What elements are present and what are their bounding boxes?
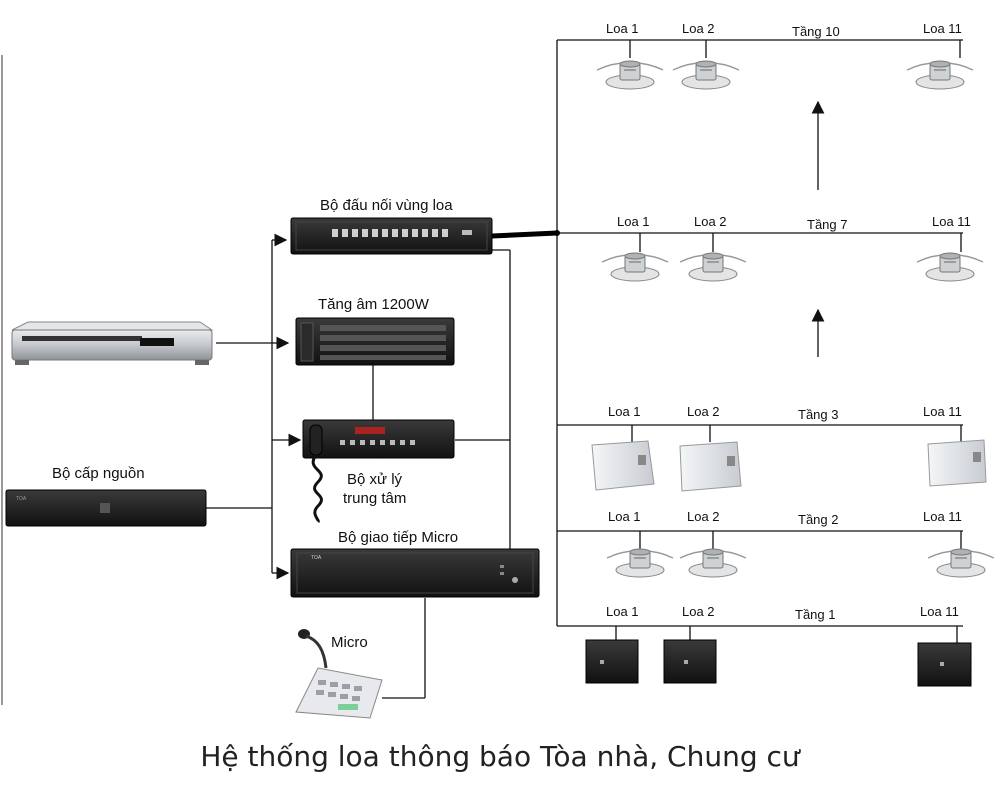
- wall-speaker-icon: [927, 439, 987, 487]
- speaker-label: Loa 2: [694, 214, 727, 229]
- processor-label-line2: trung tâm: [343, 490, 407, 507]
- svg-text:TOA: TOA: [311, 555, 322, 561]
- floor-label: Tầng 10: [792, 24, 840, 39]
- amplifier-label: Tăng âm 1200W: [318, 296, 429, 313]
- speaker-label: Loa 1: [606, 21, 639, 36]
- dvd-player-device: [11, 321, 214, 365]
- processor-label-line1: Bộ xử lý: [347, 471, 403, 488]
- wall-speaker-icon: [591, 440, 655, 491]
- diagram-caption: Hệ thống loa thông báo Tòa nhà, Chung cư: [200, 740, 800, 773]
- svg-text:TOA: TOA: [16, 496, 27, 502]
- speaker-label: Loa 2: [687, 509, 720, 524]
- microphone-label: Micro: [331, 634, 368, 651]
- speaker-label: Loa 11: [932, 214, 971, 229]
- box-speaker-icon: [917, 642, 972, 687]
- ceiling-speaker-icon: [679, 548, 747, 578]
- ceiling-speaker-icon: [679, 252, 747, 282]
- power-supply-device: TOA: [5, 489, 207, 527]
- speaker-label: Loa 1: [608, 404, 641, 419]
- speaker-label: Loa 11: [920, 604, 959, 619]
- speaker-label: Loa 1: [606, 604, 639, 619]
- amplifier-device: [295, 317, 455, 366]
- floor-label: Tầng 2: [798, 512, 839, 527]
- zone-connector-device: [290, 217, 493, 255]
- speaker-label: Loa 2: [682, 604, 715, 619]
- desk-microphone-device: [295, 629, 383, 719]
- speaker-label: Loa 11: [923, 21, 962, 36]
- speaker-label: Loa 1: [617, 214, 650, 229]
- speaker-label: Loa 1: [608, 509, 641, 524]
- wiring: [206, 39, 963, 699]
- floor-label: Tầng 3: [798, 407, 839, 422]
- mic-interface-device: TOA: [290, 548, 540, 598]
- speaker-label: Loa 2: [682, 21, 715, 36]
- power-supply-label: Bộ cấp nguồn: [52, 465, 145, 482]
- ceiling-speaker-icon: [606, 548, 674, 578]
- speaker-label: Loa 11: [923, 404, 962, 419]
- box-speaker-icon: [585, 639, 639, 684]
- ceiling-speaker-icon: [916, 252, 984, 282]
- processor-device: [302, 419, 455, 524]
- main-cable: [491, 230, 558, 239]
- floor-label: Tầng 7: [807, 217, 848, 232]
- ceiling-speaker-icon: [601, 252, 669, 282]
- zone-connector-label: Bộ đấu nối vùng loa: [320, 197, 453, 214]
- mic-interface-label: Bộ giao tiếp Micro: [338, 529, 459, 546]
- speaker-label: Loa 11: [923, 509, 962, 524]
- ceiling-speaker-icon: [596, 60, 664, 90]
- speaker-label: Loa 2: [687, 404, 720, 419]
- wall-speaker-icon: [679, 441, 742, 492]
- ceiling-speaker-icon: [906, 60, 974, 90]
- box-speaker-icon: [663, 639, 717, 684]
- ceiling-speaker-icon: [672, 60, 740, 90]
- ceiling-speaker-icon: [927, 548, 995, 578]
- floor-label: Tầng 1: [795, 607, 836, 622]
